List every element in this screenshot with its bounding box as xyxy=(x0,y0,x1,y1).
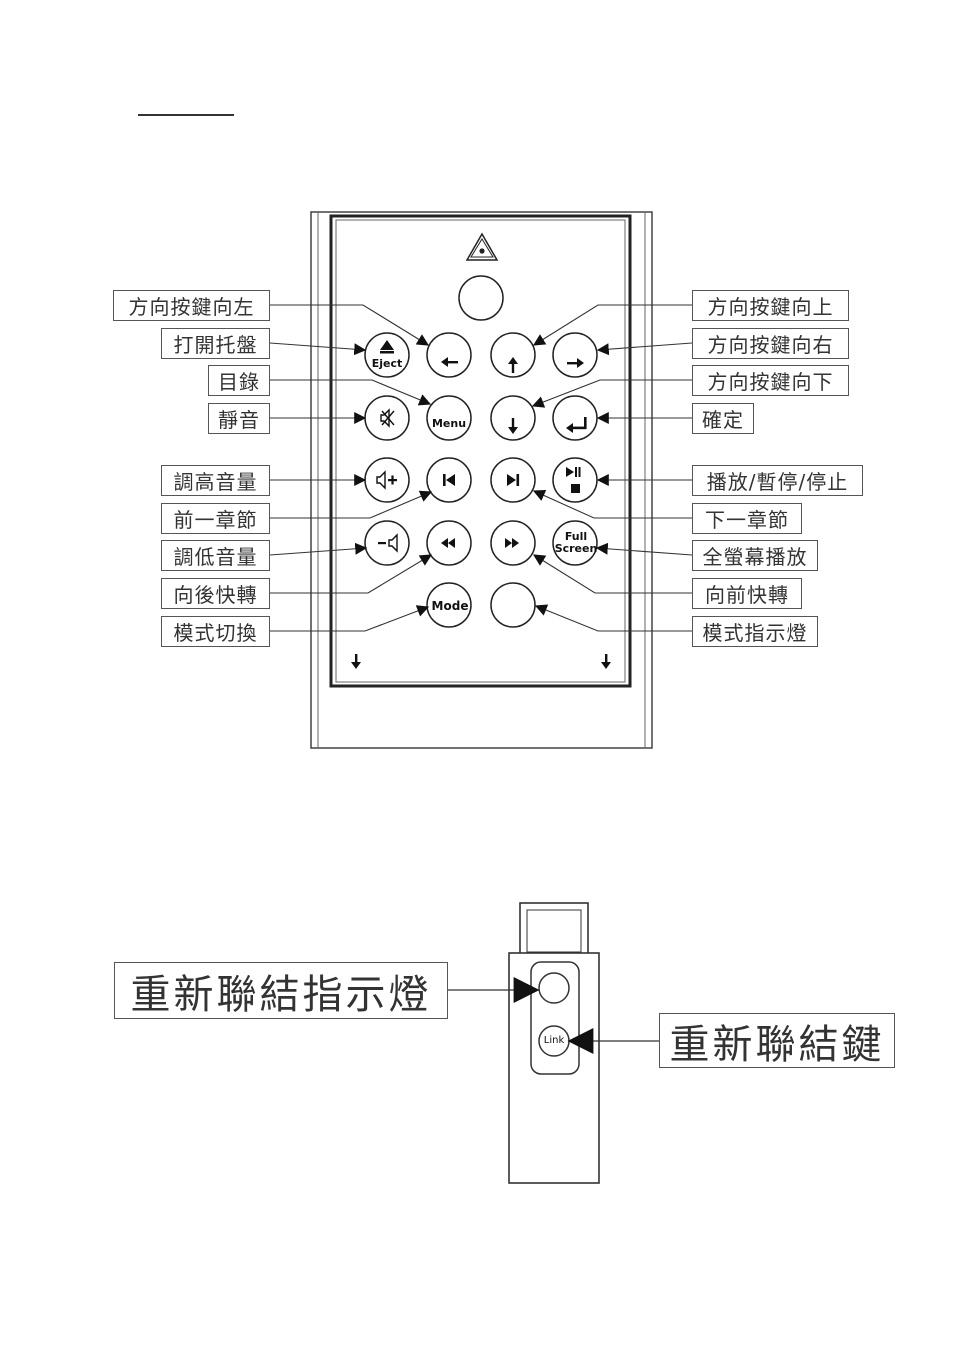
label-next-chapter: 下一章節 xyxy=(692,503,802,534)
volume-down-button[interactable] xyxy=(365,521,409,565)
mode-button-text: Mode xyxy=(432,601,469,611)
mute-button[interactable] xyxy=(365,396,409,440)
label-prev-chapter: 前一章節 xyxy=(161,503,270,534)
label-menu: 目錄 xyxy=(208,365,270,396)
label-full-screen: 全螢幕播放 xyxy=(692,540,818,571)
label-dir-left: 方向按鍵向左 xyxy=(113,290,270,321)
power-button[interactable] xyxy=(459,276,503,320)
label-play-pause-stop: 播放/暫停/停止 xyxy=(692,465,863,496)
label-fast-forward: 向前快轉 xyxy=(692,578,802,609)
label-mode-indicator: 模式指示燈 xyxy=(692,616,818,647)
label-eject: 打開托盤 xyxy=(161,328,270,359)
arrow-left-button[interactable] xyxy=(427,333,471,377)
enter-button[interactable] xyxy=(553,396,597,440)
full-screen-text-line1: Full xyxy=(565,532,587,542)
label-mode: 模式切換 xyxy=(161,616,270,647)
label-vol-up: 調高音量 xyxy=(161,465,270,496)
label-dir-down: 方向按鍵向下 xyxy=(692,365,849,396)
eject-button-text: Eject xyxy=(372,359,403,369)
full-screen-text-line2: Screen xyxy=(555,544,598,554)
label-relink-indicator: 重新聯結指示燈 xyxy=(114,962,448,1019)
label-vol-down: 調低音量 xyxy=(161,540,270,571)
label-relink-button: 重新聯結鍵 xyxy=(659,1013,895,1068)
label-dir-right: 方向按鍵向右 xyxy=(692,328,849,359)
label-dir-up: 方向按鍵向上 xyxy=(692,290,849,321)
play-pause-stop-button[interactable] xyxy=(553,458,597,502)
relink-indicator-light xyxy=(539,973,569,1003)
menu-button-text: Menu xyxy=(432,419,466,429)
label-mute: 靜音 xyxy=(208,403,270,434)
arrow-right-button[interactable] xyxy=(553,333,597,377)
eject-bar xyxy=(380,351,394,354)
mode-indicator-light xyxy=(491,583,535,627)
eject-button[interactable] xyxy=(365,333,409,377)
volume-up-button[interactable] xyxy=(365,458,409,502)
label-enter: 確定 xyxy=(692,403,754,434)
label-rewind: 向後快轉 xyxy=(161,578,270,609)
link-button-text: Link xyxy=(544,1036,564,1046)
